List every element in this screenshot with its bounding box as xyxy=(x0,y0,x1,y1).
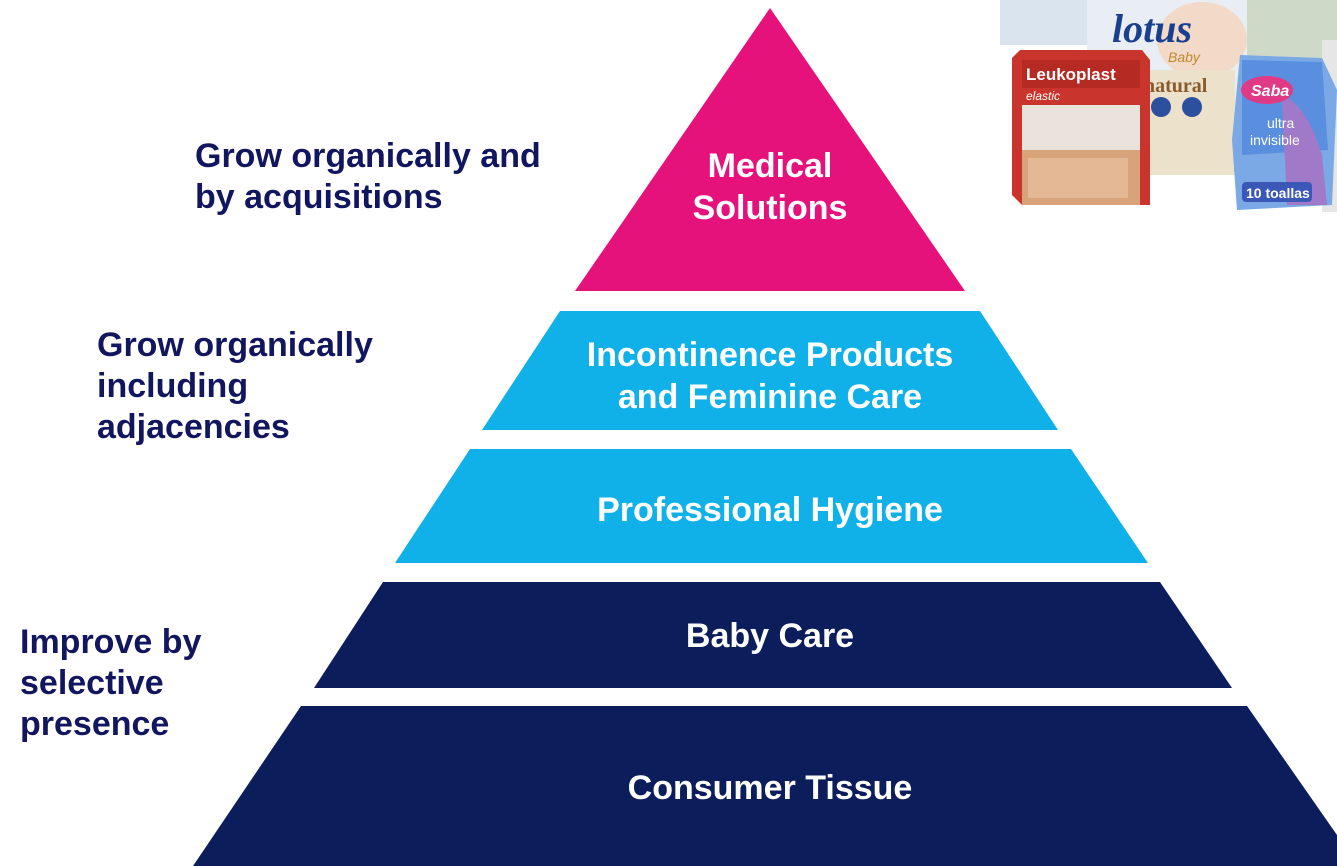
tier-label-professional-hygiene: Professional Hygiene xyxy=(597,491,943,529)
tier-medical-solutions-shape xyxy=(575,8,965,291)
brand-baby: Baby xyxy=(1168,49,1201,65)
brand-leukoplast: Leukoplast xyxy=(1026,65,1116,84)
product-packages-photo: lotus Baby natural Leukoplast elastic Sa… xyxy=(1000,0,1337,212)
brand-elastic: elastic xyxy=(1026,89,1060,103)
tier-professional-hygiene-shape xyxy=(395,449,1148,563)
tier-label-medical-solutions: Medical Solutions xyxy=(692,147,848,227)
tier-label-consumer-tissue: Consumer Tissue xyxy=(627,769,913,807)
brand-10-toallas: 10 toallas xyxy=(1246,185,1310,201)
brand-invisible: invisible xyxy=(1250,132,1300,148)
brand-ultra: ultra xyxy=(1267,115,1294,131)
brand-saba: Saba xyxy=(1251,83,1289,100)
strategy-grow-adjacencies: Grow organically including adjacencies xyxy=(97,326,373,446)
tier-incontinence-feminine-shape xyxy=(482,311,1058,430)
tier-baby-care-shape xyxy=(314,582,1232,688)
brand-natural: natural xyxy=(1144,75,1208,97)
strategy-grow-acquisitions: Grow organically and by acquisitions xyxy=(195,137,541,216)
tier-consumer-tissue-shape xyxy=(193,706,1337,866)
strategy-selective-presence: Improve by selective presence xyxy=(20,623,202,743)
tier-label-incontinence-feminine: Incontinence Products and Feminine Care xyxy=(586,336,954,416)
brand-lotus: lotus xyxy=(1112,6,1192,51)
tier-label-baby-care: Baby Care xyxy=(685,617,855,655)
